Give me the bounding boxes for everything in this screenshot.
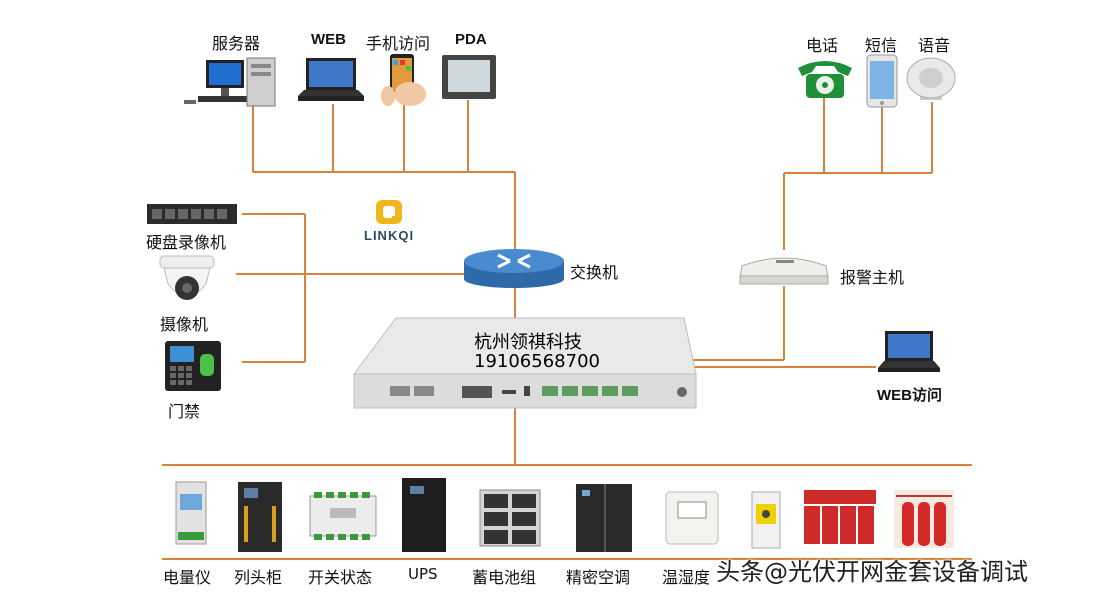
water-leak-sensor-icon xyxy=(748,490,784,550)
access-control-icon xyxy=(164,340,222,392)
precision-ac-icon xyxy=(574,482,634,554)
linkqi-logo-icon xyxy=(374,198,406,228)
web-access-laptop-icon xyxy=(878,330,940,374)
battery-bank-icon xyxy=(478,488,542,548)
label-phone: 电话 xyxy=(806,36,839,55)
pda-tablet-icon xyxy=(441,54,497,100)
label-server: 服务器 xyxy=(212,34,261,53)
label-power-meter: 电量仪 xyxy=(163,568,212,587)
label-pda: PDA xyxy=(455,31,487,48)
company-name: 杭州领祺科技 xyxy=(474,332,582,353)
switch-status-module-icon xyxy=(308,490,378,542)
nvr-recorder-icon xyxy=(146,202,238,226)
fire-extinguisher-icon xyxy=(892,488,956,550)
label-switch: 交换机 xyxy=(570,263,619,282)
label-voice: 语音 xyxy=(918,36,951,55)
alarm-host-icon xyxy=(736,248,832,288)
label-web: WEB xyxy=(311,31,346,48)
network-switch-icon xyxy=(464,247,564,289)
label-nvr: 硬盘录像机 xyxy=(146,233,227,252)
label-column-cabinet: 列头柜 xyxy=(234,568,283,587)
label-alarm-host: 报警主机 xyxy=(840,268,905,287)
label-sms: 短信 xyxy=(865,36,898,55)
column-cabinet-icon xyxy=(236,480,284,554)
mobile-phone-icon xyxy=(380,52,432,108)
telephone-icon xyxy=(794,54,856,100)
label-mobile-access: 手机访问 xyxy=(366,34,431,53)
label-ups: UPS xyxy=(408,565,438,583)
server-computer-icon xyxy=(184,56,279,108)
main-controller-unit xyxy=(352,316,698,412)
power-meter-icon xyxy=(168,480,210,548)
ups-icon xyxy=(400,476,448,554)
label-battery-bank: 蓄电池组 xyxy=(472,568,537,587)
laptop-icon xyxy=(298,56,364,104)
company-phone: 19106568700 xyxy=(474,351,600,372)
label-temp-humidity: 温湿度 xyxy=(662,568,711,587)
dome-camera-icon xyxy=(156,254,218,308)
label-switch-status: 开关状态 xyxy=(308,568,373,587)
speaker-icon xyxy=(906,56,956,102)
smartphone-sms-icon xyxy=(866,54,898,108)
surge-protector-icon xyxy=(802,488,878,546)
label-web-access: WEB访问 xyxy=(877,387,942,404)
label-precision-ac: 精密空调 xyxy=(566,568,631,587)
logo-text: LINKQI xyxy=(364,228,415,243)
temp-humidity-sensor-icon xyxy=(664,490,720,546)
label-camera: 摄像机 xyxy=(160,315,209,334)
label-access-control: 门禁 xyxy=(168,402,201,421)
watermark-text: 头条@光伏开网金套设备调试 xyxy=(716,558,1028,586)
